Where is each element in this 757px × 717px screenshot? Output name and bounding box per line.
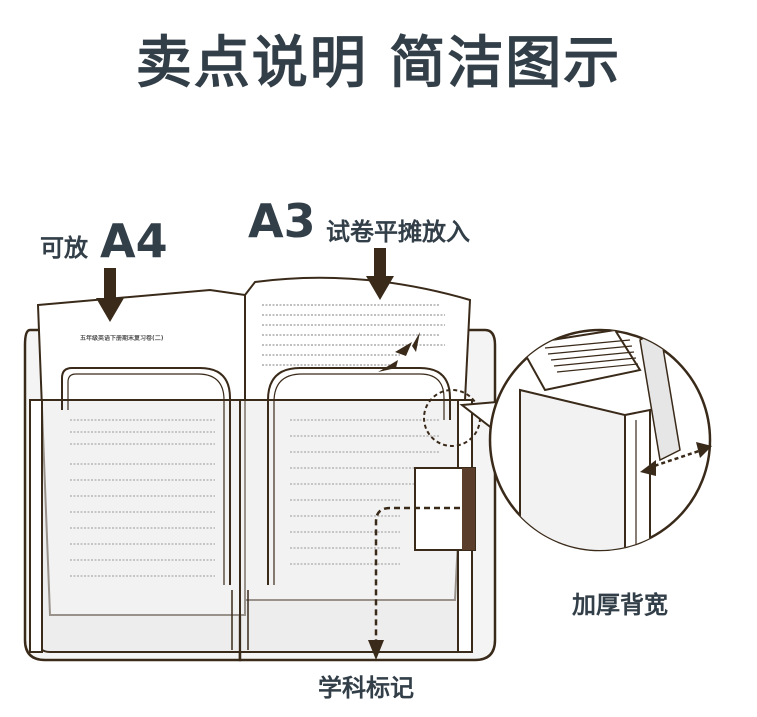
thick-spine-label: 加厚背宽 xyxy=(572,591,668,619)
a3-size-label: A3 xyxy=(248,194,316,248)
emphasis-rays-icon xyxy=(378,332,420,372)
a3-suffix-label: 试卷平摊放入 xyxy=(326,218,470,246)
a4-text-lines xyxy=(70,419,440,577)
a4-prefix-label: 可放 xyxy=(40,234,88,262)
a4-size-label: A4 xyxy=(100,214,168,268)
paper-heading: 五年级英语下册期末复习卷(二) xyxy=(80,335,164,342)
subject-tag-label: 学科标记 xyxy=(318,674,414,702)
subject-arrow xyxy=(374,506,460,642)
a4-arrow-icon xyxy=(96,268,124,322)
pocket-left xyxy=(37,399,241,653)
pocket-arch-left xyxy=(61,367,231,585)
left-edge xyxy=(29,399,43,653)
a3-arrow-icon xyxy=(366,248,394,300)
pocket-arch-right xyxy=(267,367,451,585)
page-title: 卖点说明 简洁图示 xyxy=(135,31,622,96)
width-arrow-icon xyxy=(640,442,712,476)
